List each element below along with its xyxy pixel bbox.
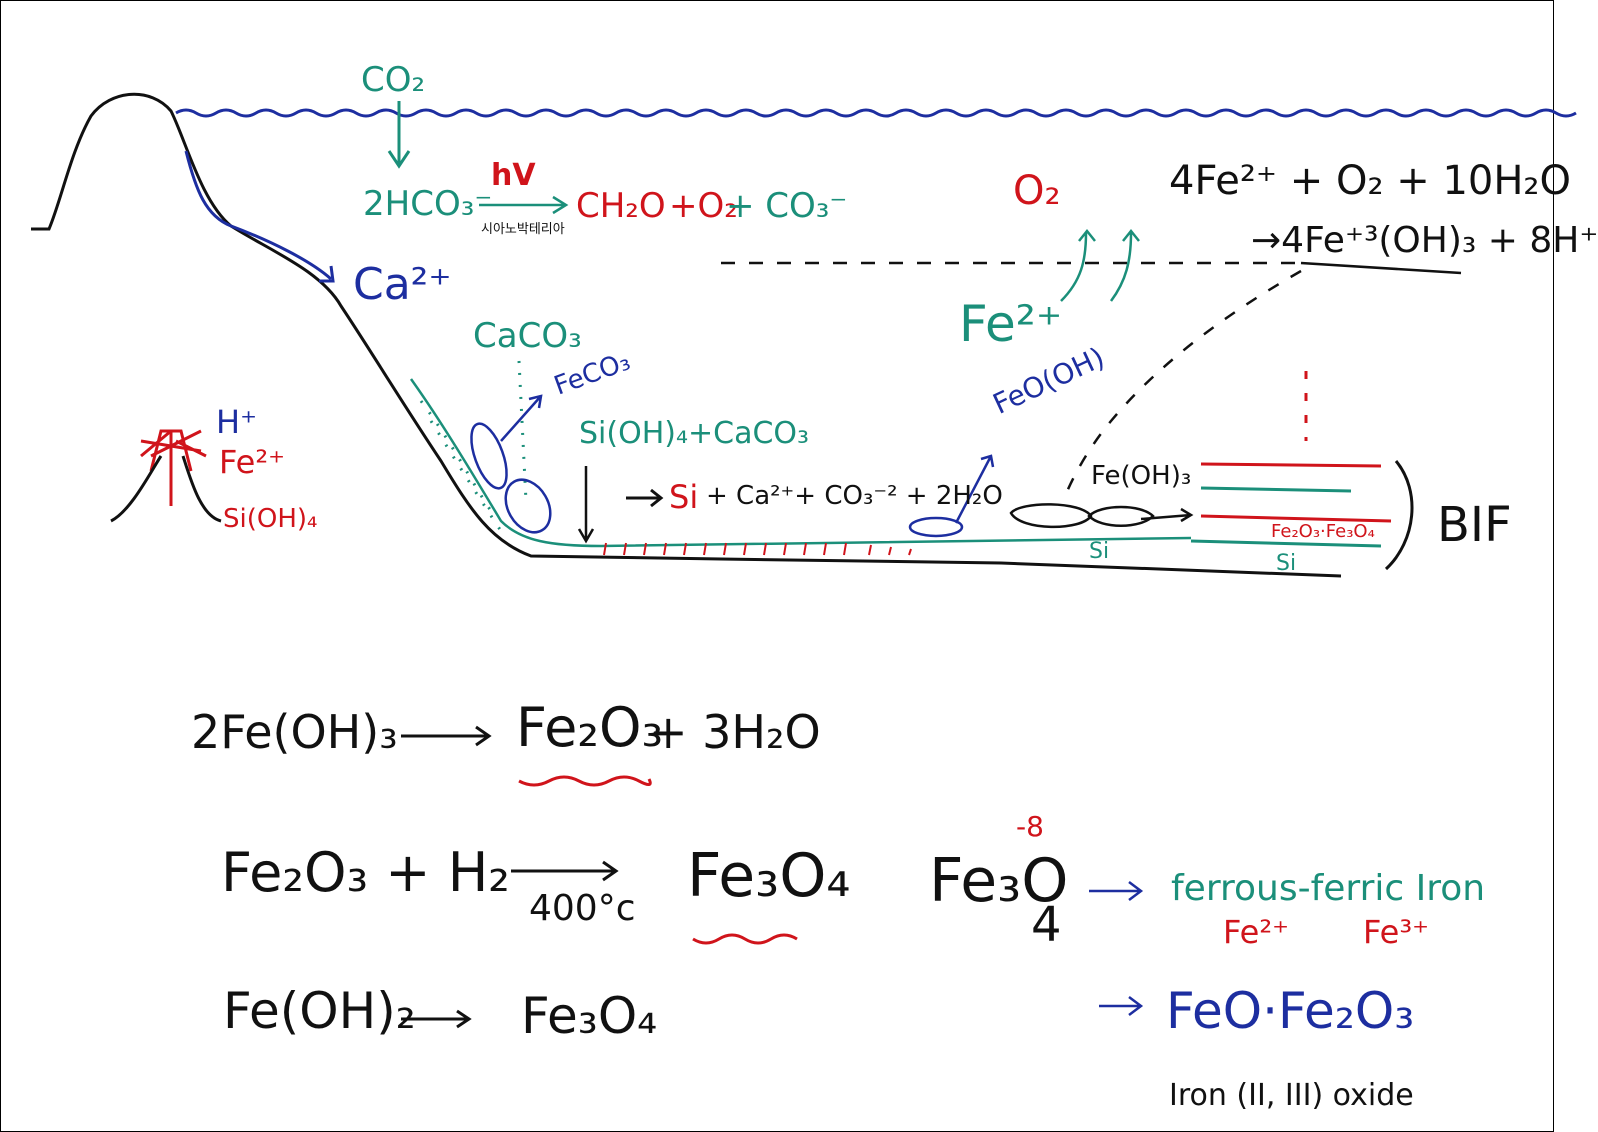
seafloor-hatching — [603, 542, 912, 556]
magnetite-arrow-2 — [1099, 996, 1144, 1016]
sea-surface-line — [175, 108, 1577, 118]
bif-label: BIF — [1437, 497, 1512, 553]
shelf-sediment-line — [409, 378, 1192, 548]
magnetite-formula: Fe₃O — [929, 846, 1069, 916]
eq2-product: Fe₃O₄ — [687, 841, 851, 911]
eq2-underline — [692, 933, 798, 945]
magnetite-subscript: 4 — [1031, 897, 1062, 953]
oxide-name-label: Iron (II, III) oxide — [1169, 1078, 1414, 1113]
seafloor-si-label-1: Si — [1089, 539, 1110, 564]
particle-ellipse-2 — [504, 478, 552, 534]
oxidation-baseline — [1300, 261, 1462, 275]
eq1-underline — [518, 775, 652, 787]
ch2o-label: CH₂O — [576, 186, 666, 226]
fe-water-label: Fe²⁺ — [959, 295, 1063, 353]
silica-right-arrow — [626, 488, 664, 508]
feco3-arrow — [500, 394, 543, 442]
shelf-dots — [419, 400, 503, 532]
o2-product-label: +O₂ — [669, 186, 738, 226]
magnetite-charge: -8 — [1016, 810, 1044, 843]
magnetite-arrow-1 — [1089, 881, 1144, 901]
o2-label: O₂ — [1013, 168, 1061, 214]
vent-mound — [110, 455, 222, 523]
vent-plume — [140, 429, 207, 506]
co2-label: CO₂ — [361, 60, 426, 100]
iron-oxides-label: Fe₂O₃·Fe₃O₄ — [1271, 521, 1375, 542]
descent-dashed — [1061, 269, 1302, 502]
hv-label: hV — [491, 158, 536, 193]
feoh3-blob-1 — [1009, 503, 1093, 529]
fe2-label: Fe²⁺ — [1223, 913, 1290, 951]
eq3-arrow — [401, 1009, 472, 1029]
calcium-ion-label: Ca²⁺ — [353, 259, 452, 310]
land-profile-line — [31, 92, 1342, 578]
oxidation-line2: →4Fe⁺³(OH)₃ + 8H⁺ — [1251, 220, 1598, 261]
sketch-lines — [31, 92, 1577, 1029]
si-vent-label: Si(OH)₄ — [223, 504, 318, 534]
silica-si-label: Si — [669, 478, 699, 516]
eq3-product: Fe₃O₄ — [521, 987, 658, 1045]
bicarbonate-label: 2HCO₃⁻ — [363, 184, 493, 224]
o2-rise-arrows — [1060, 228, 1140, 302]
cyanobacteria-label: 시아노박테리아 — [481, 222, 565, 237]
fe3-label: Fe³⁺ — [1363, 913, 1430, 951]
seafloor-si-label-2: Si — [1276, 551, 1297, 576]
particle-ellipse-1 — [470, 422, 508, 490]
co3-product-label: + CO₃⁻ — [726, 186, 848, 226]
bif-bracket — [1384, 460, 1414, 571]
runoff-line — [184, 150, 333, 281]
eq3-left: Fe(OH)₂ — [223, 982, 416, 1040]
feoh3-blob-2 — [1087, 505, 1155, 527]
feoh3-label: Fe(OH)₃ — [1091, 461, 1192, 491]
feooh-arrow — [954, 454, 995, 524]
h-plus-label: H⁺ — [216, 403, 257, 441]
eq1-rest: + 3H₂O — [649, 705, 821, 759]
caco3-label: CaCO₃ — [473, 316, 582, 356]
silica-reaction-left: Si(OH)₄+CaCO₃ — [579, 416, 810, 451]
oxidation-line1: 4Fe²⁺ + O₂ + 10H₂O — [1169, 158, 1571, 204]
bif-teal-band-1 — [1200, 486, 1352, 493]
silica-reaction-right: + Ca²⁺+ CO₃⁻² + 2H₂O — [706, 481, 1003, 511]
bif-teal-band-2 — [1190, 539, 1382, 548]
bif-red-band-1 — [1200, 462, 1382, 468]
ferrous-ferric-label: ferrous-ferric Iron — [1171, 868, 1486, 909]
eq1-left: 2Fe(OH)₃ — [191, 705, 398, 759]
co2-arrow — [387, 101, 411, 169]
runoff-arrow — [319, 265, 335, 283]
hv-arrow — [479, 195, 569, 215]
eq2-left: Fe₂O₃ + H₂ — [221, 841, 510, 904]
bif-red-band-2 — [1200, 514, 1392, 523]
eq1-arrow — [401, 725, 492, 747]
feoh3-arrow — [1140, 507, 1194, 523]
feooh-ellipse — [908, 516, 964, 538]
silica-down-arrow — [577, 466, 595, 544]
fe-vent-label: Fe²⁺ — [219, 443, 286, 481]
eq2-arrow — [511, 860, 619, 882]
oxide-formula-label: FeO·Fe₂O₃ — [1166, 982, 1415, 1040]
eq2-condition: 400°c — [529, 888, 636, 929]
eq1-product: Fe₂O₃ — [516, 696, 664, 759]
